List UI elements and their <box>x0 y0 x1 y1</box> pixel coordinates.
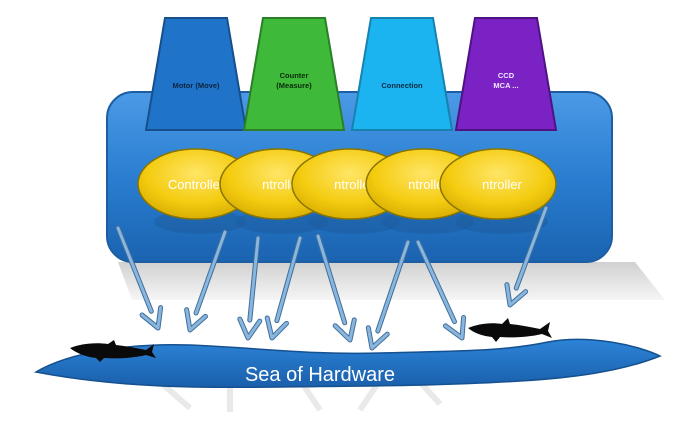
sea-label: Sea of Hardware <box>245 364 395 386</box>
module-label: MCA ... <box>493 81 518 90</box>
controller-label: Controller <box>168 177 225 192</box>
arrow-shaft <box>376 240 410 333</box>
arrow-shaft <box>316 234 347 325</box>
module-layer: Motor (Move) Counter(Measure) Connection CC… <box>144 17 558 131</box>
arrow-8 <box>504 205 549 308</box>
module-2: Counter(Measure) <box>242 17 346 131</box>
module-label: CCD <box>498 71 515 80</box>
arrow-head <box>443 315 466 340</box>
sea-of-hardware <box>33 338 662 389</box>
module-shape <box>350 17 454 131</box>
arrow-head <box>140 306 163 330</box>
arrow-head <box>185 308 207 332</box>
arrow-6 <box>365 239 411 351</box>
arrow-head <box>333 318 356 342</box>
arrow-3 <box>237 235 263 341</box>
arrow-4 <box>264 235 303 341</box>
arrow-shaft <box>116 226 153 313</box>
arrow-layer <box>115 205 549 351</box>
arrow-shaft <box>194 230 227 315</box>
arrow-head <box>238 317 262 340</box>
arrow-shaft <box>275 236 302 323</box>
arrow-5 <box>315 233 357 343</box>
sea-reflection <box>158 378 443 412</box>
module-shape <box>454 17 558 131</box>
controller-label: ntroller <box>334 177 374 192</box>
module-shape <box>144 17 248 131</box>
module-3: Connection <box>350 17 454 131</box>
arrow-head <box>366 326 389 350</box>
controller-label: ntroller <box>482 177 522 192</box>
module-label: Connection <box>381 81 423 90</box>
module-label: Motor (Move) <box>172 81 220 90</box>
controller-label: ntroller <box>408 177 448 192</box>
arrow-1 <box>115 225 164 331</box>
controller-ellipse <box>439 148 557 220</box>
controller-1: Controller <box>137 148 255 234</box>
arrow-7 <box>415 239 467 341</box>
arrow-2 <box>184 229 228 333</box>
module-4: CCDMCA ... <box>454 17 558 131</box>
arrow-shaft <box>514 206 548 290</box>
arrow-shaft <box>248 236 260 322</box>
controller-5: ntroller <box>439 148 557 234</box>
module-shape <box>242 17 346 131</box>
arrow-head <box>265 316 288 340</box>
shark-icon <box>468 318 552 342</box>
arrow-shaft <box>416 240 457 324</box>
module-label: (Measure) <box>276 81 312 90</box>
module-label: Counter <box>280 71 309 80</box>
shark-icon <box>70 340 156 362</box>
module-1: Motor (Move) <box>144 17 248 131</box>
arrow-head <box>505 283 528 307</box>
